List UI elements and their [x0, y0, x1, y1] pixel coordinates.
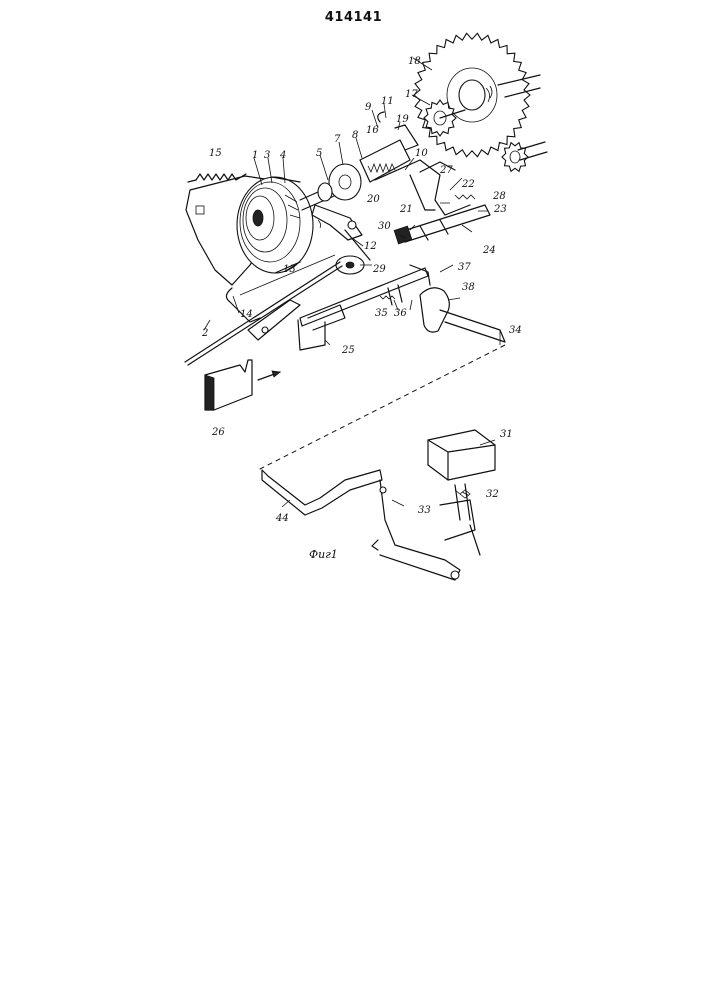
label-19: 19 — [396, 114, 409, 125]
label-24: 24 — [482, 245, 496, 256]
label-26: 26 — [211, 427, 225, 438]
label-8: 8 — [352, 130, 358, 141]
label-15: 15 — [209, 148, 222, 159]
label-25: 25 — [341, 345, 355, 356]
label-34: 34 — [509, 325, 522, 336]
label-12: 12 — [364, 241, 377, 252]
label-17: 17 — [405, 89, 418, 100]
label-10: 10 — [415, 148, 428, 159]
label-23: 23 — [493, 204, 507, 215]
drive-sprocket — [502, 142, 547, 171]
label-31: 31 — [500, 429, 513, 440]
label-36: 36 — [394, 308, 407, 319]
label-7: 7 — [334, 134, 341, 145]
label-22: 22 — [461, 179, 475, 190]
label-29: 29 — [372, 264, 386, 275]
dashed-linkage — [258, 345, 505, 470]
lever-12 — [312, 205, 370, 260]
label-18: 18 — [408, 56, 421, 67]
label-2: 2 — [201, 328, 208, 339]
figure-caption: Фиг1 — [309, 548, 338, 561]
tape-reel — [237, 177, 313, 273]
label-11: 11 — [381, 96, 394, 107]
label-32: 32 — [486, 489, 499, 500]
label-5: 5 — [316, 148, 322, 159]
long-bar — [298, 268, 428, 350]
label-9: 9 — [365, 102, 372, 113]
label-3: 3 — [264, 150, 270, 161]
lower-assembly — [262, 430, 495, 580]
stop-26 — [205, 360, 280, 410]
label-28: 28 — [492, 191, 506, 202]
label-44: 44 — [275, 513, 289, 524]
pulley-29 — [336, 256, 364, 274]
label-27: 27 — [439, 165, 453, 176]
label-35: 35 — [375, 308, 388, 319]
label-38: 38 — [462, 282, 475, 293]
label-21: 21 — [399, 204, 413, 215]
clutch-cylinder — [360, 112, 418, 182]
label-37: 37 — [458, 262, 471, 273]
label-16: 16 — [366, 125, 379, 136]
label-20: 20 — [366, 194, 380, 205]
label-33: 33 — [418, 505, 431, 516]
large-gear-18 — [414, 33, 540, 156]
label-13: 13 — [283, 264, 296, 275]
label-30a: 30 — [378, 221, 391, 232]
label-14: 14 — [240, 309, 253, 320]
label-1: 1 — [252, 150, 258, 161]
label-4: 4 — [279, 150, 286, 161]
